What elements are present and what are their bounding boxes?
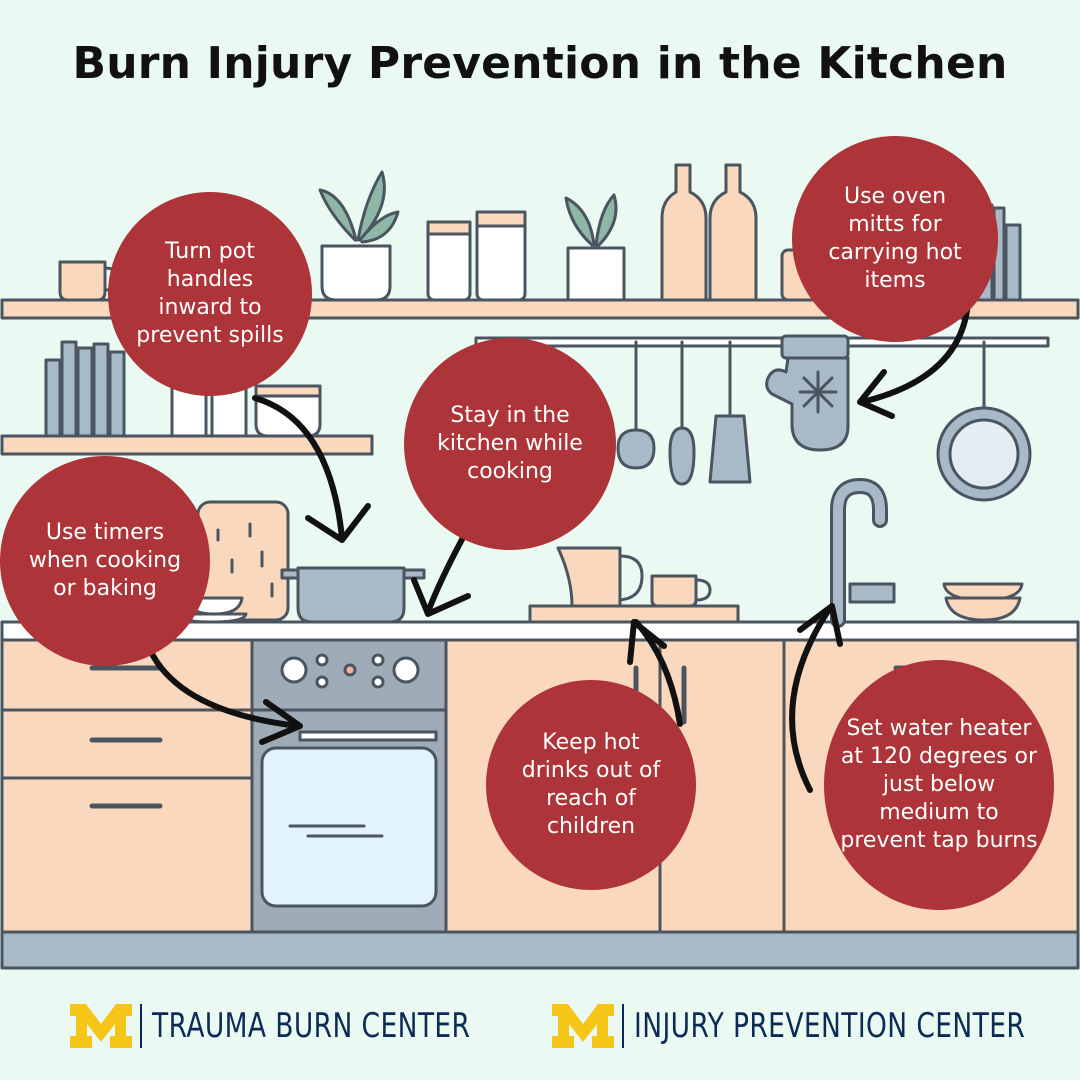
cup-icon xyxy=(650,574,712,608)
arrow-oven-mitts xyxy=(859,299,971,405)
oven-mitt-icon xyxy=(765,334,850,452)
plant-icon xyxy=(318,170,400,302)
ladle-icon xyxy=(616,340,656,470)
tip-timers: Use timers when cooking or baking xyxy=(0,456,210,666)
pitcher-icon xyxy=(528,546,740,624)
logo-text-trauma-burn-center: TRAUMA BURN CENTER xyxy=(152,1006,471,1046)
tip-stay-kitchen: Stay in the kitchen while cooking xyxy=(404,338,616,550)
cabinet-left xyxy=(0,638,254,934)
faucet-icon xyxy=(830,478,896,628)
arrow-pot-handles xyxy=(252,395,345,541)
arrow-timers xyxy=(147,647,301,729)
book-icon xyxy=(44,340,126,438)
pot-icon xyxy=(280,566,426,624)
block-m-logo-icon xyxy=(70,1004,132,1048)
tip-water-heater: Set water heater at 120 degrees or just … xyxy=(824,660,1054,910)
spatula-icon xyxy=(708,340,752,484)
page-title: Burn Injury Prevention in the Kitchen xyxy=(72,38,1008,89)
utensil-rail xyxy=(474,336,1050,348)
frying-pan-icon xyxy=(936,340,1032,502)
bottle-icon xyxy=(660,163,758,302)
logo-separator xyxy=(622,1004,624,1048)
tip-pot-handles: Turn pot handles inward to prevent spill… xyxy=(108,192,312,396)
arrow-stay-kitchen xyxy=(425,529,469,615)
tip-oven-mitts: Use oven mitts for carrying hot items xyxy=(792,136,998,342)
ladle-icon xyxy=(668,340,696,486)
logo-text-injury-prevention-center: INJURY PREVENTION CENTER xyxy=(634,1006,1026,1046)
logo-injury-prevention-center: INJURY PREVENTION CENTER xyxy=(552,1000,1080,1052)
logo-trauma-burn-center: TRAUMA BURN CENTER xyxy=(70,1000,560,1052)
cutting-board-icon xyxy=(196,500,290,622)
logo-separator xyxy=(140,1004,142,1048)
plant-icon xyxy=(564,193,626,302)
tip-hot-drinks: Keep hot drinks out of reach of children xyxy=(486,680,696,890)
plinth xyxy=(0,930,1080,970)
block-m-logo-icon xyxy=(552,1004,614,1048)
arrow-water-heater xyxy=(789,605,833,793)
oven-icon xyxy=(250,638,448,934)
jar-icon xyxy=(426,210,527,302)
bowl-icon xyxy=(942,582,1024,622)
